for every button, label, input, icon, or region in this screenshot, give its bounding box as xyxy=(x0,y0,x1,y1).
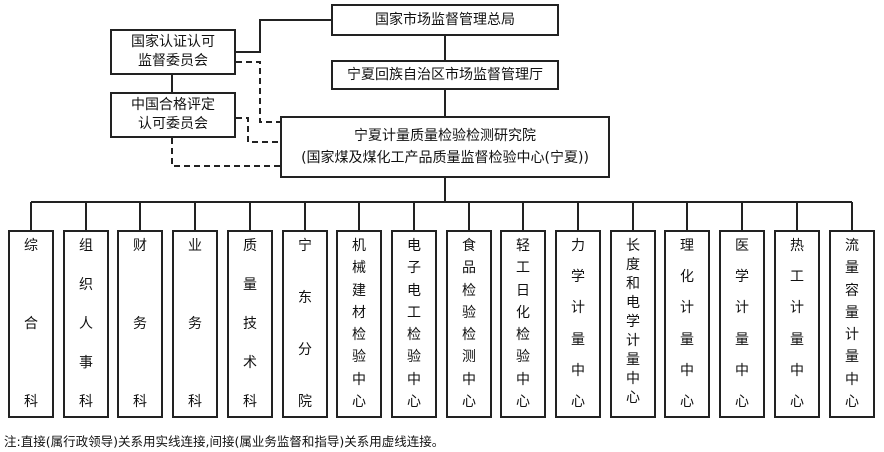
department-box: 综合科 xyxy=(8,230,54,418)
cnas-label-line2: 认可委员会 xyxy=(138,116,208,132)
department-label: 理化计量中心 xyxy=(680,238,694,410)
ningxia-samr-box: 宁夏回族自治区市场监督管理厅 xyxy=(331,60,559,90)
department-label: 宁东分院 xyxy=(298,238,312,410)
department-box: 电子电工检验中心 xyxy=(391,230,437,418)
dashed-line-cnas-to-institute xyxy=(236,117,280,143)
department-box: 财务科 xyxy=(117,230,163,418)
department-label: 业务科 xyxy=(188,238,202,410)
department-label: 财务科 xyxy=(133,238,147,410)
department-box: 理化计量中心 xyxy=(664,230,710,418)
department-box: 力学计量中心 xyxy=(555,230,601,418)
department-box: 机械建材检验中心 xyxy=(336,230,382,418)
institute-box: 宁夏计量质量检验检测研究院 (国家煤及煤化工产品质量监督检验中心(宁夏)) xyxy=(280,116,610,178)
department-label: 食品检验检测中心 xyxy=(462,238,476,410)
department-label: 长度和电学计量中心 xyxy=(626,238,640,406)
solid-line-samr-to-cnca xyxy=(236,19,331,53)
ningxia-samr-label: 宁夏回族自治区市场监督管理厅 xyxy=(347,66,543,83)
department-box: 热工计量中心 xyxy=(774,230,820,418)
department-label: 质量技术科 xyxy=(243,238,257,410)
department-box: 流量容量计量中心 xyxy=(829,230,875,418)
samr-box: 国家市场监督管理总局 xyxy=(331,4,559,36)
department-box: 业务科 xyxy=(172,230,218,418)
institute-label-line2: (国家煤及煤化工产品质量监督检验中心(宁夏)) xyxy=(301,150,589,166)
legend-note: 注:直接(属行政领导)关系用实线连接,间接(属业务监督和指导)关系用虚线连接。 xyxy=(4,434,445,449)
department-label: 流量容量计量中心 xyxy=(845,238,859,410)
dashed-line-cnas-bottom-to-institute xyxy=(171,138,280,167)
dashed-line-cnca-to-institute xyxy=(236,61,280,123)
department-label: 组织人事科 xyxy=(79,238,93,410)
department-label: 电子电工检验中心 xyxy=(407,238,421,410)
cnas-label-line1: 中国合格评定 xyxy=(131,97,215,113)
department-box: 组织人事科 xyxy=(63,230,109,418)
cnca-label-line2: 监督委员会 xyxy=(138,53,208,69)
department-label: 力学计量中心 xyxy=(571,238,585,410)
samr-label: 国家市场监督管理总局 xyxy=(375,11,515,28)
cnca-box: 国家认证认可 监督委员会 xyxy=(110,29,236,75)
department-label: 热工计量中心 xyxy=(790,238,804,410)
cnca-label-line1: 国家认证认可 xyxy=(131,34,215,50)
department-label: 机械建材检验中心 xyxy=(352,238,366,410)
institute-label-line1: 宁夏计量质量检验检测研究院 xyxy=(354,128,536,144)
cnas-box: 中国合格评定 认可委员会 xyxy=(110,92,236,138)
department-label: 综合科 xyxy=(24,238,38,410)
department-label: 轻工日化检验中心 xyxy=(516,238,530,410)
department-label: 医学计量中心 xyxy=(735,238,749,410)
department-box: 长度和电学计量中心 xyxy=(610,230,656,418)
department-box: 宁东分院 xyxy=(282,230,328,418)
department-box: 质量技术科 xyxy=(227,230,273,418)
department-box: 轻工日化检验中心 xyxy=(500,230,546,418)
department-box: 医学计量中心 xyxy=(719,230,765,418)
department-box: 食品检验检测中心 xyxy=(446,230,492,418)
